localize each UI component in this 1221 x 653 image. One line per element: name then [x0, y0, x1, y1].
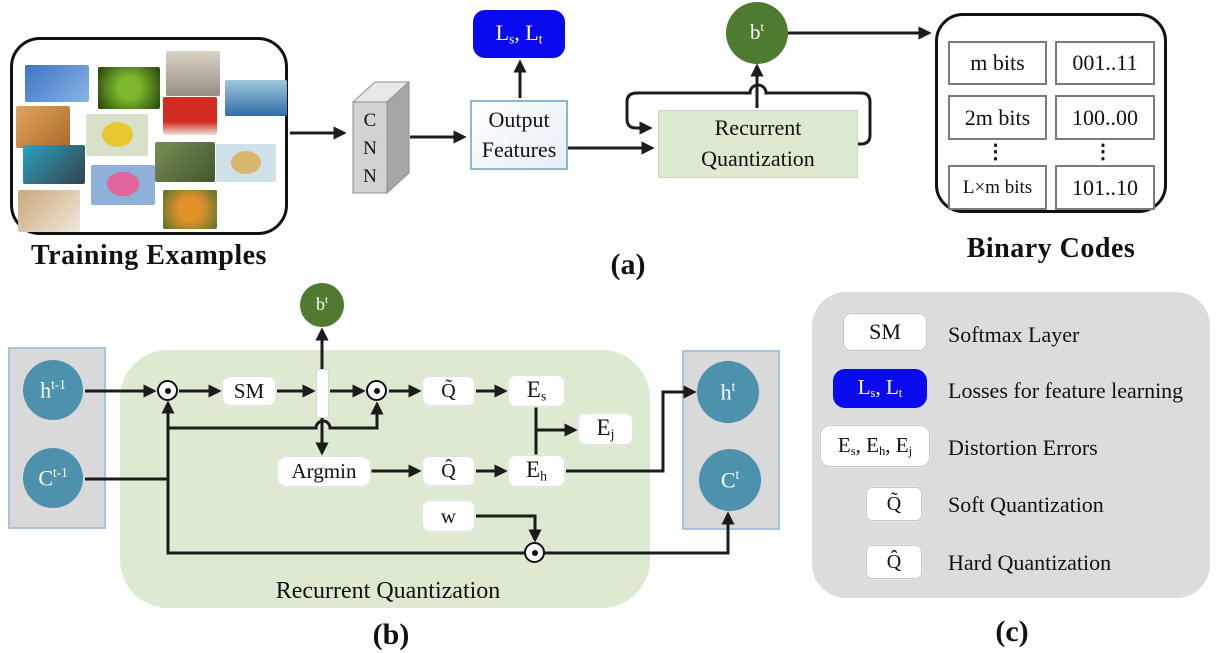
training-image-flowers [91, 165, 155, 205]
legend-key-hardq: Q̂ [866, 545, 922, 579]
training-image-horse [166, 51, 220, 96]
training-examples-label: Training Examples [31, 240, 267, 271]
legend-desc-errors: Distortion Errors [948, 435, 1098, 460]
training-image-frog [98, 67, 160, 109]
binary-codes-label: Binary Codes [966, 233, 1136, 264]
hard-quantization-box: Q̂ [422, 456, 475, 486]
training-image-deer [155, 142, 215, 182]
vertical-ellipsis: ⋮ [1093, 140, 1113, 163]
training-image-car [23, 145, 85, 184]
w-box: w [422, 500, 475, 532]
training-image-airplane [25, 65, 89, 102]
recurrent-quantization-label: Recurrent Quantization [275, 577, 501, 604]
legend-desc-losses: Losses for feature learning [948, 378, 1184, 403]
bits-cell: 2m bits [948, 95, 1047, 140]
es-box: Es [508, 375, 565, 407]
eh-box: Eh [508, 455, 565, 487]
bits-cell: m bits [948, 41, 1047, 85]
ej-box: Ej [578, 413, 633, 445]
legend-key-softq: Q̃ [866, 487, 922, 521]
output-features-box: Output Features [470, 100, 568, 170]
selector-bar [316, 369, 329, 418]
caption-c: (c) [995, 615, 1029, 648]
training-image-cat [16, 106, 70, 148]
caption-b: (b) [372, 618, 410, 651]
c-prev-circle: Ct-1 [23, 448, 83, 508]
binary-code-bt-circle: bt [726, 2, 788, 64]
training-examples-box [10, 37, 288, 235]
legend-desc-hardq: Hard Quantization [948, 550, 1112, 575]
losses-badge: Ls, Lt [473, 10, 565, 58]
h-prev-circle: ht-1 [23, 360, 83, 420]
code-cell: 101..10 [1055, 165, 1155, 210]
odot-operator-1 [157, 380, 178, 401]
legend-key-losses: Ls, Lt [833, 369, 927, 408]
training-image-retriever-dog [216, 144, 276, 182]
bits-cell: L×m bits [948, 165, 1047, 210]
training-image-butterfly [163, 190, 217, 229]
argmin-box: Argmin [277, 456, 371, 487]
c-next-circle: Ct [699, 449, 761, 511]
training-image-truck [163, 97, 217, 135]
bt-circle-b: bt [300, 283, 344, 327]
odot-operator-3 [524, 542, 545, 563]
training-image-ship [225, 80, 287, 116]
h-next-circle: ht [697, 361, 759, 423]
training-image-bird [86, 114, 148, 156]
vertical-ellipsis: ⋮ [985, 140, 1006, 163]
odot-operator-2 [366, 380, 387, 401]
recurrent-quantization-box: Recurrent Quantization [658, 110, 858, 178]
legend-key-softmax: SM [843, 313, 927, 351]
cnn-label: C N N [363, 110, 377, 187]
legend-desc-softmax: Softmax Layer [948, 322, 1080, 347]
legend-key-errors: Es, Eh, Ej [820, 425, 930, 467]
code-cell: 100..00 [1055, 95, 1155, 140]
caption-a: (a) [610, 248, 646, 281]
soft-quantization-box: Q̃ [422, 376, 475, 406]
training-image-beagle-dog [18, 190, 80, 232]
code-cell: 001..11 [1055, 41, 1155, 85]
legend-desc-softq: Soft Quantization [948, 492, 1104, 517]
softmax-box: SM [222, 376, 276, 406]
binary-codes-panel: m bits 001..11 2m bits 100..00 ⋮ ⋮ L×m b… [935, 13, 1167, 213]
